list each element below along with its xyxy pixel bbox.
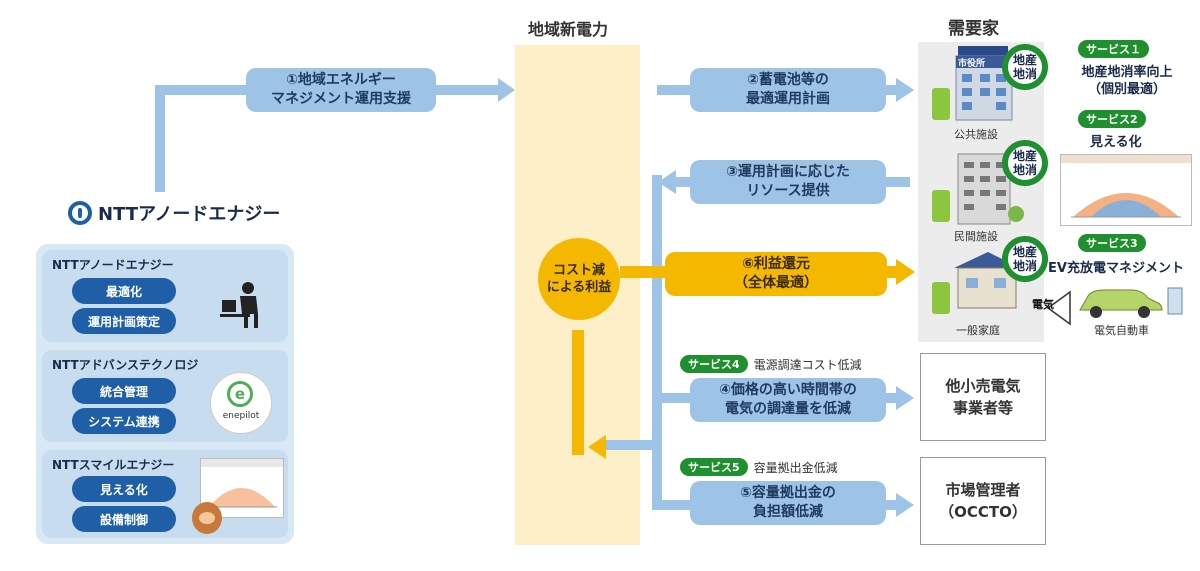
local-power-header: 地域新電力 [528,20,609,39]
retailers-box: 他小売電気 事業者等 [920,353,1046,441]
cost-reduction-circle: コスト減 による利益 [538,238,620,320]
local-loop-text: 地産 地消 [1012,245,1037,273]
flow-4-block: ④価格の高い時間帯の 電気の調達量を低減 [690,378,886,422]
service-text: 電源調達コスト低減 [753,357,862,372]
company-card-anode: NTTアノードエナジー 最適化 運用計画策定 [42,250,288,342]
ev-car-icon [1079,287,1183,318]
office-worker-icon [220,282,258,328]
city-hall-sign: 市役所 [958,59,986,69]
private-facility-icon [932,153,1024,225]
visualization-screen [1060,154,1192,226]
arrow-5-head [896,493,914,517]
company-title: NTTスマイルエナジー [52,458,175,472]
button-visualization[interactable]: 見える化 [72,476,176,502]
company-title: NTTアノードエナジー [52,258,174,272]
monkey-mascot-icon [192,502,222,534]
service-5-label: サービス5 容量拠出金低減 [680,458,838,476]
arrow-3-head [658,170,676,194]
customer-header: 需要家 [948,19,999,39]
service-1-badge: サービス１ [1078,40,1149,58]
company-title: NTTアドバンステクノロジ [52,358,199,372]
service-2-badge: サービス2 [1078,110,1146,128]
service-text: 容量拠出金低減 [753,460,838,475]
market-operator-box: 市場管理者 （OCCTO） [920,457,1046,545]
service-1-text: 地産地消率向上 （個別最適） [1081,65,1173,97]
electricity-tag: 電気 [1032,298,1054,311]
enepilot-e-icon: e [227,381,253,407]
public-facility-label: 公共施設 [954,128,998,141]
service-2-text: 見える化 [1090,135,1142,150]
button-equipment-control[interactable]: 設備制御 [72,506,176,532]
home-icon [932,252,1020,314]
brand-logo: NTTアノードエナジー [68,200,280,226]
home-label: 一般家庭 [956,324,1000,337]
button-optimization[interactable]: 最適化 [72,278,176,304]
arrow-2-head [896,78,914,102]
service-3-text: EV充放電マネジメント [1048,261,1184,276]
arrow-1-head [498,78,515,102]
button-system-link[interactable]: システム連携 [72,408,176,434]
local-loop-text: 地産 地消 [1012,149,1037,177]
local-loop-icon: 地産 地消 [1002,236,1048,282]
enepilot-text: enepilot [222,411,260,421]
service-3-badge: サービス3 [1078,234,1146,252]
flow-6-block: ⑥利益還元 （全体最適） [665,252,887,296]
ev-arrow [1046,290,1071,326]
service-badge: サービス5 [680,458,748,476]
orange-return-head [588,435,606,459]
private-facility-label: 民間施設 [954,230,998,243]
flow-2-block: ②蓄電池等の 最適運用計画 [690,68,886,112]
local-loop-icon: 地産 地消 [1002,140,1048,186]
ntt-logo-icon [68,201,92,225]
arrow-4-head [896,386,914,410]
button-integrated-management[interactable]: 統合管理 [72,378,176,404]
flow-5-block: ⑤容量拠出金の 負担額低減 [690,481,886,525]
enepilot-logo: e enepilot [210,372,272,434]
service-4-label: サービス4 電源調達コスト低減 [680,355,862,373]
local-loop-icon: 地産 地消 [1002,44,1048,90]
visualization-chart-icon [1061,155,1191,218]
local-loop-text: 地産 地消 [1012,53,1037,81]
button-planning[interactable]: 運用計画策定 [72,308,176,334]
arrow-6-head [896,259,915,285]
brand-name: NTTアノードエナジー [98,204,281,225]
company-card-smile: NTTスマイルエナジー 見える化 設備制御 [42,450,288,538]
ev-label: 電気自動車 [1094,324,1149,337]
flow-3-block: ③運用計画に応じた リソース提供 [690,160,886,204]
company-card-at: NTTアドバンステクノロジ 統合管理 システム連携 e enepilot [42,350,288,442]
flow-1-block: ①地域エネルギー マネジメント運用支援 [246,68,436,112]
service-badge: サービス4 [680,355,748,373]
